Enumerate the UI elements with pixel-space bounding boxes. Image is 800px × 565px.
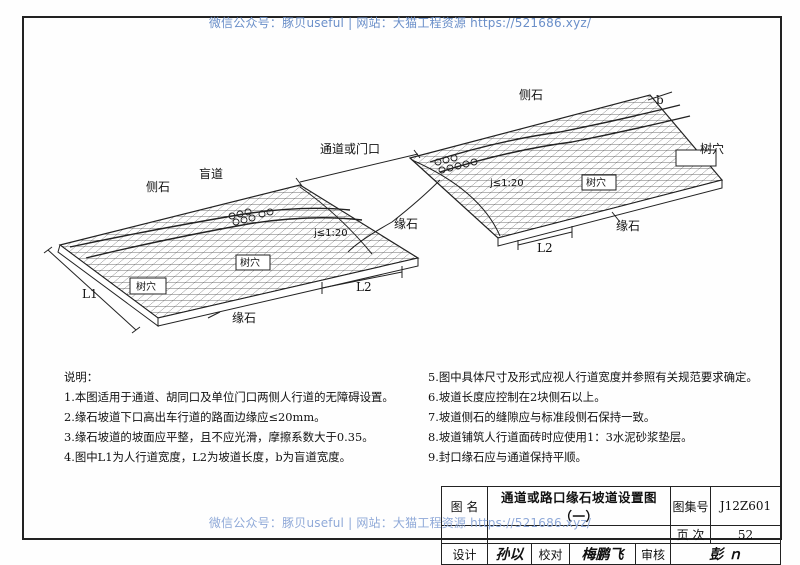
label-slope-right: j≤1:20 xyxy=(489,178,524,189)
note-item: 8.坡道铺筑人行道面砖时应使用1：3水泥砂浆垫层。 xyxy=(428,430,693,444)
label-tree-pit-left: 树穴 xyxy=(136,280,156,293)
notes-heading: 说明： xyxy=(64,370,99,384)
drawing-frame xyxy=(22,16,782,540)
label-b-width: b xyxy=(656,93,664,107)
check-signature: 梅鹏飞 xyxy=(569,543,636,565)
watermark-bottom: 微信公众号：豚贝useful | 网站：大猫工程资源 https://52168… xyxy=(208,516,592,530)
label-edge-stone-mid: 缘石 xyxy=(394,217,418,231)
right-sidewalk xyxy=(408,94,724,247)
notes-right: 5.图中具体尺寸及形式应视人行道宽度并参照有关规范要求确定。 6.坡道长度应控制… xyxy=(428,367,778,467)
label-slope-left: j≤1:20 xyxy=(313,228,348,239)
label-curb-right-top: 侧石 xyxy=(519,88,543,102)
label-L1: L1 xyxy=(82,287,98,301)
atlas-number: J12Z601 xyxy=(710,486,782,526)
label-curb-left: 侧石 xyxy=(146,180,170,194)
design-signature: 孙以 xyxy=(487,543,532,565)
label-tree-pit-right: 树穴 xyxy=(700,141,724,156)
dimension-lines xyxy=(43,91,673,334)
page-number: 52 xyxy=(710,525,782,544)
label-tactile: 盲道 xyxy=(199,166,223,181)
note-item: 3.缘石坡道的坡面应平整，且不应光滑，摩擦系数大于0.35。 xyxy=(64,430,374,444)
atlas-label: 图集号 xyxy=(670,486,712,526)
label-passage: 通道或门口 xyxy=(320,141,380,156)
note-item: 9.封口缘石应与通道保持平顺。 xyxy=(428,450,587,464)
label-edge-stone-right: 缘石 xyxy=(616,219,640,233)
check-label: 校对 xyxy=(531,543,570,565)
watermark-top: 微信公众号：豚贝useful | 网站：大猫工程资源 https://52168… xyxy=(208,16,592,30)
left-sidewalk xyxy=(57,184,420,327)
note-item: 5.图中具体尺寸及形式应视人行道宽度并参照有关规范要求确定。 xyxy=(428,370,758,384)
note-item: 2.缘石坡道下口高出车行道的路面边缘应≤20mm。 xyxy=(64,410,326,424)
note-item: 6.坡道长度应控制在2块侧石以上。 xyxy=(428,390,606,404)
label-L2-right: L2 xyxy=(537,241,553,255)
label-L2-left: L2 xyxy=(356,280,372,294)
review-signature: 彭 ｎ xyxy=(670,543,782,565)
design-label: 设计 xyxy=(441,543,488,565)
review-label: 审核 xyxy=(634,543,672,565)
label-edge-stone-left: 缘石 xyxy=(232,311,256,325)
note-item: 4.图中L1为人行道宽度，L2为坡道长度，b为盲道宽度。 xyxy=(64,450,351,464)
label-tree-pit-left-center: 树穴 xyxy=(240,256,260,269)
note-item: 7.坡道侧石的缝隙应与标准段侧石保持一致。 xyxy=(428,410,656,424)
tactile-dots-right xyxy=(434,154,478,174)
tactile-dots-left xyxy=(228,208,274,226)
notes-left: 说明： 1.本图适用于通道、胡同口及单位门口两侧人行道的无障碍设置。 2.缘石坡… xyxy=(64,367,424,467)
note-item: 1.本图适用于通道、胡同口及单位门口两侧人行道的无障碍设置。 xyxy=(64,390,394,404)
label-tree-pit-right-center: 树穴 xyxy=(586,176,606,189)
